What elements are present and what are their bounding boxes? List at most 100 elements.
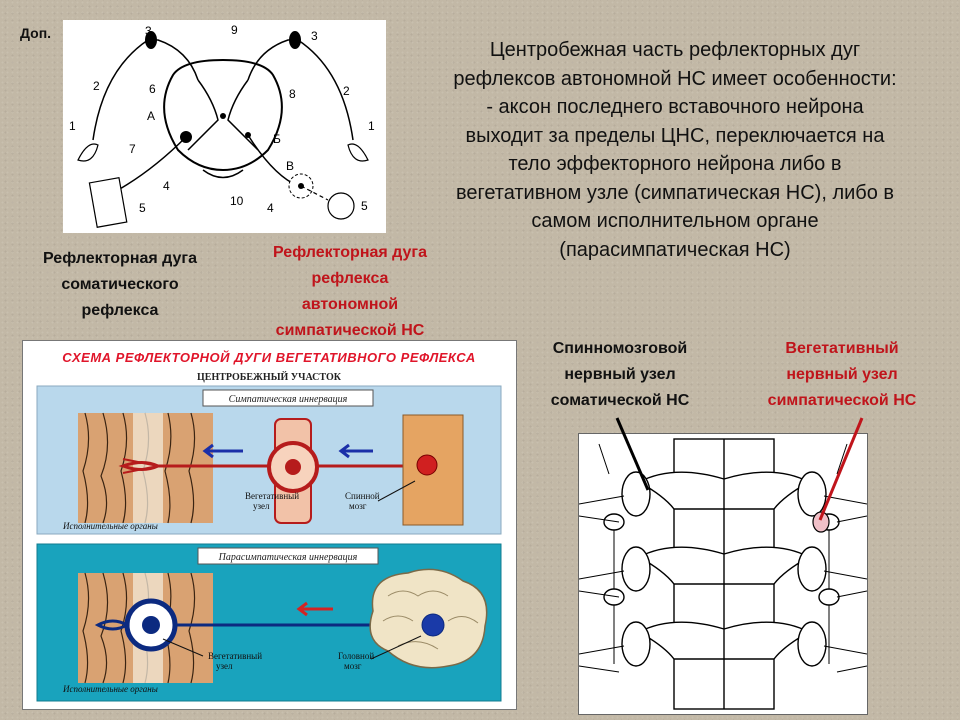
sym-cord-label: мозг <box>349 501 367 511</box>
veg-ganglion-pointer <box>818 417 864 521</box>
right-spinal-ganglion <box>289 31 301 49</box>
para-title: Парасимпатическая иннервация <box>218 552 358 563</box>
postganglionic-fiber <box>300 185 329 201</box>
scheme-title: СХЕМА РЕФЛЕКТОРНОЙ ДУГИ ВЕГЕТАТИВНОГО РЕ… <box>62 349 475 365</box>
arc-number: Б <box>273 132 281 146</box>
arc-number: В <box>286 159 294 173</box>
arc-number: 5 <box>361 199 368 213</box>
sym-nerve-ending <box>122 458 159 474</box>
label-line: автономной <box>301 296 399 313</box>
label-line: симпатической НС <box>275 322 425 339</box>
arc-number: 3 <box>311 29 318 43</box>
sym-title-box <box>202 389 374 407</box>
label-line: симпатической НС <box>767 392 917 409</box>
sym-cord-label: Спинной <box>345 491 380 501</box>
label-line: рефлекса <box>81 302 159 319</box>
label-line: рефлекса <box>311 270 389 287</box>
label-somatic-arc: Рефлекторная дуга соматического рефлекса <box>5 246 235 324</box>
arc-number: 7 <box>129 142 136 156</box>
ganglia-drawing <box>578 433 868 715</box>
label-line: нервный узел <box>786 366 898 383</box>
main-line: - аксон последнего вставочного нейрона <box>486 96 864 118</box>
left-spinal-ganglion <box>145 31 157 49</box>
spinal-ganglion-right <box>797 546 827 592</box>
sym-cord-neuron <box>416 454 438 476</box>
sym-arrow-right <box>338 443 373 459</box>
somatic-efferent <box>117 136 187 191</box>
sym-ganglion-label: Вегетативный <box>245 491 299 501</box>
para-ganglion-neuron <box>142 616 160 634</box>
para-brain-label: Головной <box>338 651 374 661</box>
label-line: Спинномозговой <box>552 340 688 357</box>
sym-arrow-left <box>202 443 243 459</box>
main-description: Центробежная часть рефлекторных дуг рефл… <box>395 36 955 264</box>
main-line: (парасимпатическая НС) <box>559 238 791 261</box>
arc-number: 4 <box>163 179 170 193</box>
target-gland <box>327 192 355 220</box>
sym-ganglion-neuron <box>285 459 301 475</box>
para-title-box <box>197 547 379 565</box>
para-nerve-ending <box>94 619 131 631</box>
arc-number: 1 <box>368 119 375 133</box>
main-line: самом исполнительном органе <box>531 210 819 232</box>
spinal-ganglion-left <box>621 471 651 517</box>
anterior-fissure <box>202 169 244 179</box>
para-ganglion-label: узел <box>216 661 233 671</box>
corner-label: Доп. <box>20 25 52 41</box>
para-ganglion-label: Вегетативный <box>208 651 262 661</box>
arc-number: 10 <box>230 194 244 208</box>
spinal-ganglion-left <box>621 621 651 667</box>
arc-number: 4 <box>267 201 274 215</box>
label-line: Вегетативный <box>785 340 899 357</box>
ganglia-svg <box>578 438 868 710</box>
central-canal <box>220 113 226 119</box>
arc-number: 6 <box>149 82 156 96</box>
label-autonomic-arc: Рефлекторная дуга рефлекса автономной си… <box>235 240 465 344</box>
label-line: соматической НС <box>550 392 690 409</box>
spinal-ganglion-right <box>797 471 827 517</box>
nerve-lines <box>578 443 868 673</box>
left-receptor <box>77 143 99 162</box>
para-organs-label: Исполнительные органы <box>62 684 158 694</box>
para-brain-label: мозг <box>344 661 362 671</box>
label-line: Рефлекторная дуга <box>43 250 197 267</box>
arc-number: 2 <box>93 79 100 93</box>
right-afferent-nerve <box>247 39 354 141</box>
highlighted-veg-ganglion <box>812 511 830 533</box>
brain-neuron <box>421 613 445 637</box>
right-receptor <box>347 143 369 162</box>
para-brain-pointer <box>370 635 422 660</box>
arc-number: 2 <box>343 84 350 98</box>
arc-number: 9 <box>231 23 238 37</box>
vegetative-reflex-scheme: СХЕМА РЕФЛЕКТОРНОЙ ДУГИ ВЕГЕТАТИВНОГО РЕ… <box>22 340 517 710</box>
sym-ganglion-label: узел <box>253 501 270 511</box>
grey-matter-outline <box>187 79 259 151</box>
label-line: Рефлекторная дуга <box>273 244 427 261</box>
main-line: Центробежная часть рефлекторных дуг <box>489 39 861 61</box>
left-afferent-nerve <box>92 39 199 141</box>
label-veg-ganglion: Вегетативный нервный узел симпатической … <box>732 336 952 414</box>
label-spinal-ganglion: Спинномозговой нервный узел соматической… <box>510 336 730 414</box>
main-line: рефлексов автономной НС имеет особенност… <box>453 67 897 90</box>
label-line: соматического <box>61 276 179 293</box>
spinal-ganglion-pointer <box>615 417 650 491</box>
scheme-subtitle: ЦЕНТРОБЕЖНЫЙ УЧАСТОК <box>197 371 342 383</box>
reflex-arc-svg: 1 2 3 4 5 6 7 8 9 10 А Б В 3 2 1 4 5 <box>69 23 375 228</box>
arc-number: 1 <box>69 119 76 133</box>
main-line: вегетативном узле (симпатическая НС), ли… <box>455 181 895 204</box>
arc-number: 3 <box>145 24 152 38</box>
main-line: выходит за пределы ЦНС, переключается на <box>465 124 885 147</box>
label-line: нервный узел <box>564 366 676 383</box>
para-ganglion-pointer <box>162 638 204 657</box>
arc-number: А <box>147 109 155 123</box>
muscle-organ <box>88 177 128 228</box>
scheme-svg: СХЕМА РЕФЛЕКТОРНОЙ ДУГИ ВЕГЕТАТИВНОГО РЕ… <box>36 349 502 702</box>
reflex-arc-diagram: 1 2 3 4 5 6 7 8 9 10 А Б В 3 2 1 4 5 <box>63 20 386 233</box>
para-arrow <box>296 601 333 617</box>
sym-organs-label: Исполнительные органы <box>62 521 158 531</box>
spinal-ganglion-right <box>797 621 827 667</box>
arc-number: 5 <box>139 201 146 215</box>
sym-title: Симпатическая иннервация <box>229 394 348 405</box>
arc-number: 8 <box>289 87 296 101</box>
